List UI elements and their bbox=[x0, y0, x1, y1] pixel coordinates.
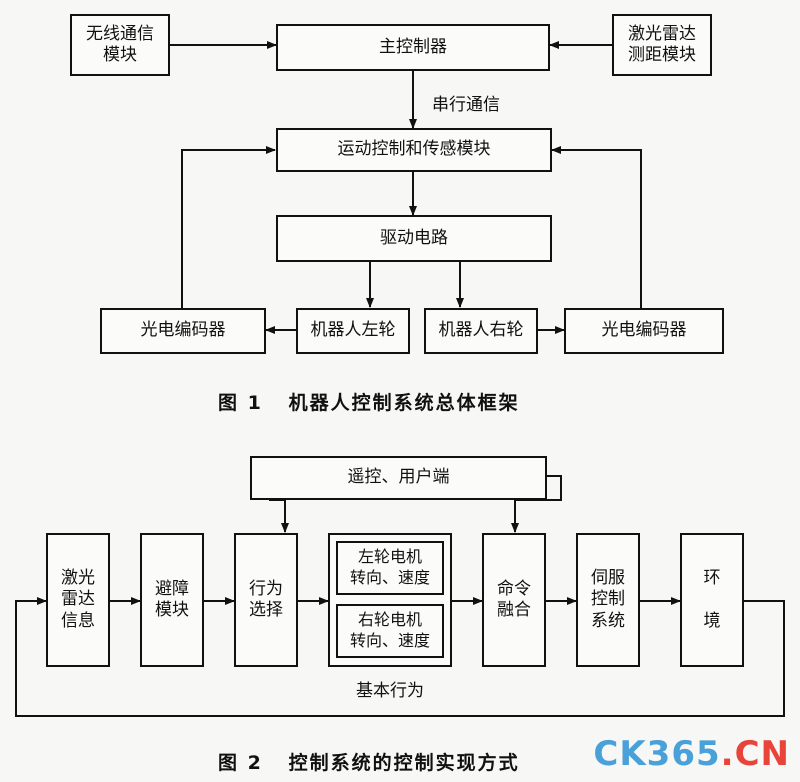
lidar-info-label: 激光 雷达 信息 bbox=[61, 568, 95, 631]
remote-user-box: 遥控、用户端 bbox=[250, 456, 547, 500]
wireless-module-label: 无线通信 模块 bbox=[86, 23, 154, 65]
right-motor-label: 右轮电机 转向、速度 bbox=[349, 610, 430, 650]
behavior-select-box: 行为 选择 bbox=[234, 533, 298, 667]
left-encoder-feedback bbox=[181, 146, 276, 308]
left-motor-box: 左轮电机 转向、速度 bbox=[336, 541, 444, 595]
encoder-left-box: 光电编码器 bbox=[100, 308, 266, 354]
watermark-ck: CK365 bbox=[593, 734, 721, 774]
feedback-loop-arrow bbox=[15, 597, 785, 717]
ck365-watermark-logo: CK365.CN bbox=[593, 734, 790, 774]
remote-user-label: 遥控、用户端 bbox=[347, 467, 450, 488]
serial-comm-label: 串行通信 bbox=[432, 95, 500, 115]
basic-behavior-label: 基本行为 bbox=[356, 681, 424, 701]
wheel-right-label: 机器人右轮 bbox=[438, 320, 524, 341]
motion-sensor-box: 运动控制和传感模块 bbox=[276, 128, 552, 172]
obstacle-avoid-label: 避障 模块 bbox=[155, 578, 189, 620]
remote-fusion-arrow bbox=[511, 475, 562, 533]
environment-box: 环 境 bbox=[680, 533, 744, 667]
drive-circuit-label: 驱动电路 bbox=[380, 227, 448, 248]
figure2-caption: 图 2 控制系统的控制实现方式 bbox=[218, 752, 520, 774]
environment-label: 环 境 bbox=[703, 568, 721, 631]
right-encoder-feedback bbox=[551, 146, 642, 308]
servo-control-label: 伺服 控制 系统 bbox=[591, 568, 625, 631]
watermark-cn: CN bbox=[734, 734, 790, 774]
servo-control-box: 伺服 控制 系统 bbox=[576, 533, 640, 667]
command-fusion-label: 命令 融合 bbox=[497, 578, 531, 620]
lidar-info-box: 激光 雷达 信息 bbox=[46, 533, 110, 667]
left-motor-label: 左轮电机 转向、速度 bbox=[349, 547, 430, 587]
motion-sensor-label: 运动控制和传感模块 bbox=[337, 139, 491, 160]
drive-circuit-box: 驱动电路 bbox=[276, 215, 552, 262]
wireless-module-box: 无线通信 模块 bbox=[70, 14, 170, 76]
wheel-left-box: 机器人左轮 bbox=[296, 308, 410, 354]
obstacle-avoid-box: 避障 模块 bbox=[140, 533, 204, 667]
behavior-select-label: 行为 选择 bbox=[249, 578, 283, 620]
right-motor-box: 右轮电机 转向、速度 bbox=[336, 604, 444, 658]
watermark-dot: . bbox=[720, 734, 735, 774]
encoder-left-label: 光电编码器 bbox=[140, 320, 226, 341]
main-controller-label: 主控制器 bbox=[379, 36, 447, 57]
figure1-caption: 图 1 机器人控制系统总体框架 bbox=[218, 392, 520, 414]
wheel-left-label: 机器人左轮 bbox=[310, 320, 396, 341]
wheel-right-box: 机器人右轮 bbox=[424, 308, 538, 354]
lidar-ranging-label: 激光雷达 测距模块 bbox=[628, 23, 696, 65]
command-fusion-box: 命令 融合 bbox=[482, 533, 546, 667]
encoder-right-label: 光电编码器 bbox=[601, 320, 687, 341]
lidar-ranging-box: 激光雷达 测距模块 bbox=[612, 14, 712, 76]
encoder-right-box: 光电编码器 bbox=[564, 308, 724, 354]
main-controller-box: 主控制器 bbox=[276, 24, 550, 71]
